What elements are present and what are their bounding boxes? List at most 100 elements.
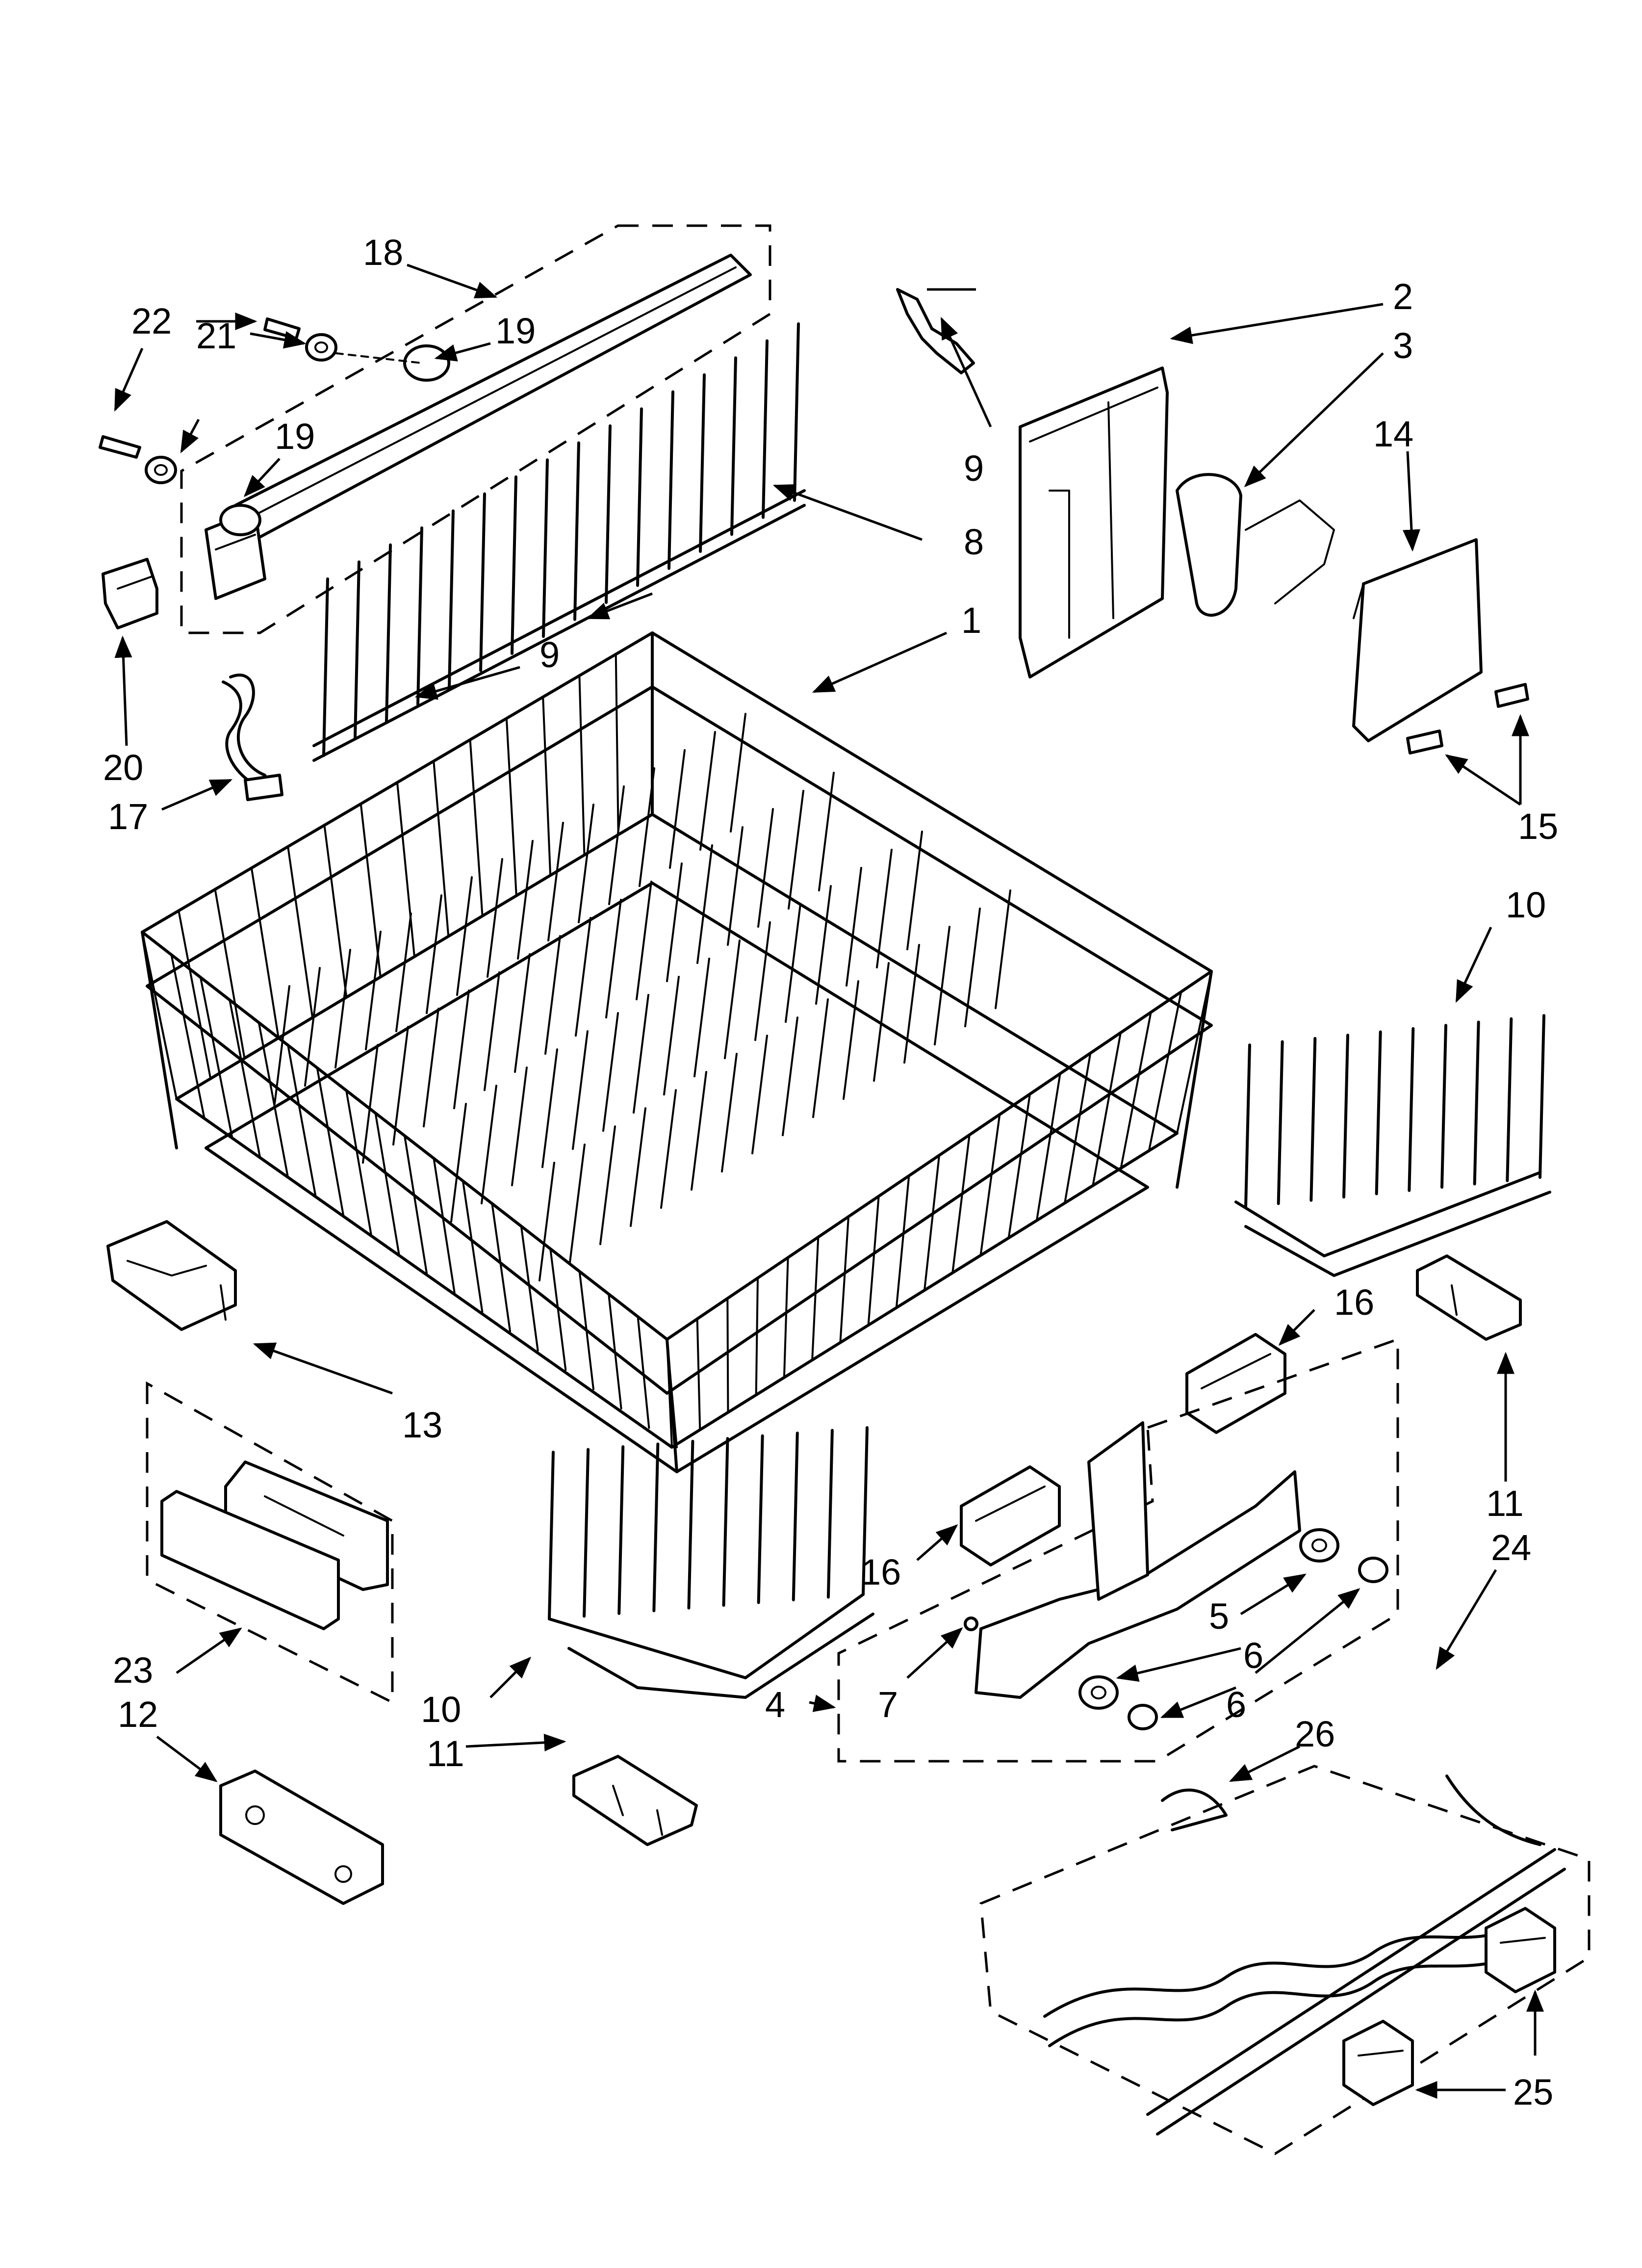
leader-lines — [114, 263, 1544, 2099]
clip-11-bottom-part — [572, 1755, 698, 1846]
wire-segment — [1277, 1040, 1284, 1205]
wire-segment — [345, 1089, 372, 1236]
wire-segment — [1064, 1052, 1092, 1204]
handle-assembly-group — [146, 1381, 394, 1705]
wire-segment — [687, 1439, 694, 1610]
callout-labels: 18 22 21 19 19 20 17 9 9 8 1 2 3 14 15 1… — [103, 232, 1558, 2112]
wire-segment — [669, 749, 686, 869]
tine-row-8-part — [312, 322, 806, 762]
wire-segment — [934, 926, 950, 1045]
wire-segment — [456, 876, 473, 996]
wire-segment — [433, 1157, 456, 1294]
wire-segment — [696, 1318, 701, 1431]
wire-segment — [229, 999, 261, 1158]
wire-segment — [730, 356, 737, 536]
wire-segment — [583, 1448, 590, 1618]
callout-19-left: 19 — [275, 416, 315, 457]
wire-segment — [793, 322, 800, 502]
wire-segment — [141, 931, 178, 1100]
callout-25: 25 — [1513, 2072, 1553, 2112]
wire-segment — [660, 1089, 677, 1209]
callout-24: 24 — [1491, 1527, 1531, 1568]
wire-segment — [1007, 1093, 1031, 1239]
wire-segment — [359, 803, 382, 978]
wire-segment — [757, 808, 774, 928]
callout-10-bottom: 10 — [421, 1689, 461, 1730]
callout-10-right: 10 — [1506, 885, 1546, 925]
wire-segment — [605, 899, 622, 1018]
wire-segment — [365, 931, 382, 1050]
wire-segment — [636, 407, 643, 587]
wire-segment — [666, 862, 683, 982]
wire-segment — [762, 339, 769, 519]
wire-segment — [1408, 1027, 1415, 1192]
wire-segment — [423, 1008, 439, 1127]
wire-segment — [755, 1277, 759, 1396]
wire-segment — [257, 1021, 289, 1177]
wire-segment — [602, 1012, 619, 1132]
wire-segment — [539, 1162, 555, 1281]
wire-segment — [605, 424, 612, 604]
callout-8: 8 — [964, 521, 984, 562]
tine-row-10-bottom-part — [548, 1426, 874, 1699]
wire-segment — [630, 1107, 646, 1227]
wire-segment — [505, 717, 517, 897]
callout-9-center: 9 — [539, 634, 560, 675]
side-panel-group — [1019, 366, 1529, 755]
wire-segment — [617, 1445, 625, 1615]
wire-segment — [450, 1103, 467, 1223]
wire-segment — [491, 1202, 511, 1332]
wire-segment — [316, 1067, 344, 1216]
wire-segment — [250, 867, 280, 1039]
callout-6-left: 6 — [1226, 1684, 1246, 1725]
clip-16-middle-part — [960, 1465, 1061, 1566]
wire-assembly-group — [979, 1765, 1591, 2155]
wire-segment — [511, 1067, 528, 1186]
callout-5: 5 — [1209, 1596, 1229, 1637]
callout-17: 17 — [108, 796, 148, 837]
latch-12-part — [219, 1770, 384, 1905]
callout-21: 21 — [196, 315, 236, 356]
wire-segment — [782, 1017, 798, 1136]
wire-segment — [895, 1174, 910, 1309]
wire-segment — [1176, 970, 1212, 1134]
wire-segment — [639, 767, 655, 887]
callout-18: 18 — [363, 232, 403, 273]
wire-segment — [385, 543, 392, 723]
clip-9-top-part — [896, 288, 975, 374]
wire-segment — [873, 962, 890, 1082]
wire-segment — [599, 1125, 616, 1245]
wire-segment — [730, 713, 746, 833]
callout-11-right: 11 — [1486, 1483, 1524, 1524]
callout-19-top: 19 — [495, 311, 536, 351]
clip-25-left-part — [1342, 2020, 1414, 2106]
wire-segment — [1473, 1020, 1480, 1186]
wire-segment — [722, 1437, 729, 1607]
wire-segment — [453, 990, 470, 1109]
wheel-assembly-group — [837, 1337, 1399, 1763]
wire-segment — [751, 1035, 768, 1154]
wire-segment — [395, 912, 412, 1032]
wire-segment — [404, 1135, 428, 1274]
wire-segment — [287, 845, 314, 1019]
wire-segment — [549, 1248, 567, 1371]
wire-segment — [757, 1434, 764, 1604]
wire-segment — [542, 458, 549, 638]
clip-11-right-part — [1416, 1254, 1522, 1341]
wire-segment — [754, 921, 771, 1041]
clip-25-right-part — [1485, 1907, 1556, 1993]
wire-segment — [843, 980, 859, 1100]
wire-segment — [511, 475, 517, 655]
wire-segment — [548, 1451, 555, 1620]
callout-13: 13 — [402, 1405, 442, 1445]
wire-segment — [876, 849, 893, 968]
wire-segment — [1148, 991, 1182, 1152]
wire-segment — [573, 441, 580, 621]
callout-1: 1 — [961, 600, 981, 641]
callout-7: 7 — [878, 1684, 898, 1725]
wire-segment — [544, 935, 561, 1055]
callout-22: 22 — [131, 301, 172, 341]
wire-segment — [699, 373, 706, 553]
wire-segment — [785, 903, 801, 1023]
